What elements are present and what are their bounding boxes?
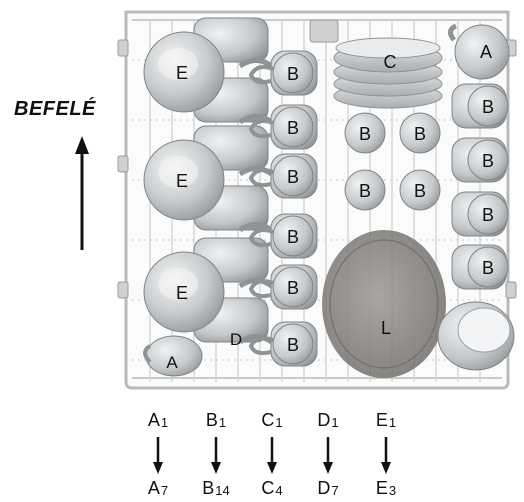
- direction-label: BEFELÉ: [14, 98, 96, 120]
- label-L: L: [381, 318, 391, 338]
- cup-B-11: B: [451, 83, 509, 129]
- label-E: E: [176, 171, 188, 191]
- cup-B-10: B: [399, 169, 441, 211]
- dishes-E: E E E: [143, 17, 276, 346]
- legend-letter: B: [205, 410, 218, 430]
- label-B: B: [287, 227, 299, 247]
- legend-letter: C: [261, 478, 275, 498]
- label-B: B: [287, 64, 299, 84]
- legend-start-c: C1: [248, 410, 296, 431]
- legend-index: 1: [275, 415, 283, 430]
- legend-index: 1: [218, 415, 227, 430]
- legend-letter: A: [147, 478, 160, 498]
- label-E: E: [176, 283, 188, 303]
- label-B: B: [287, 278, 299, 298]
- legend-index: 7: [160, 483, 169, 498]
- legend-letter: E: [375, 478, 388, 498]
- legend-arrow-d: [323, 437, 333, 474]
- label-B: B: [359, 181, 371, 201]
- legend-letter: B: [202, 478, 215, 498]
- legend-index: 1: [388, 415, 397, 430]
- label-B: B: [482, 97, 494, 117]
- cup-A-top: A: [448, 23, 510, 80]
- legend-index: 7: [331, 483, 339, 498]
- legend-letter: C: [261, 410, 275, 430]
- cup-B-1: B: [248, 50, 318, 96]
- cup-B-6: B: [248, 321, 318, 367]
- label-D: D: [230, 330, 242, 349]
- legend-arrow-a: [153, 437, 163, 474]
- cup-B-8: B: [399, 112, 441, 154]
- cup-B-3: B: [248, 153, 318, 199]
- legend-end-e: E3: [362, 478, 410, 499]
- legend-index: 4: [275, 483, 283, 498]
- cup-B-12: B: [451, 137, 509, 183]
- legend-start-a: A1: [134, 410, 182, 431]
- label-E: E: [176, 63, 188, 83]
- legend-arrow-e: [381, 437, 391, 474]
- dish-E-3: E: [143, 251, 225, 333]
- cup-B-14: B: [451, 244, 509, 290]
- cups-B: B B B B B B B B B B B B B B: [248, 50, 509, 367]
- bowl-L: L: [322, 230, 446, 378]
- legend-index: 1: [160, 415, 169, 430]
- legend-letter: D: [317, 410, 331, 430]
- item-D: D: [230, 330, 242, 349]
- label-B: B: [359, 124, 371, 144]
- dish-E-2: E: [143, 139, 225, 221]
- cup-B-13: B: [451, 191, 509, 237]
- legend-start-e: E1: [362, 410, 410, 431]
- legend-arrow-b: [211, 437, 221, 474]
- legend-letter: D: [317, 478, 331, 498]
- legend-index: 14: [215, 483, 230, 498]
- dish-E-1: E: [143, 31, 225, 113]
- label-A-top: A: [480, 42, 492, 62]
- label-B: B: [287, 335, 299, 355]
- legend-index: 3: [388, 483, 397, 498]
- rack-side-clips: [117, 19, 517, 299]
- legend-letter: E: [375, 410, 388, 430]
- label-B: B: [287, 118, 299, 138]
- label-A-bottom: A: [166, 353, 178, 372]
- legend-end-d: D7: [304, 478, 352, 499]
- legend-start-d: D1: [304, 410, 352, 431]
- outward-arrow: [75, 136, 89, 250]
- cup-B-2: B: [248, 104, 318, 150]
- cup-B-9: B: [344, 169, 386, 211]
- label-B: B: [414, 124, 426, 144]
- cup-B-5: B: [248, 264, 318, 310]
- label-B: B: [414, 181, 426, 201]
- cup-B-7: B: [344, 112, 386, 154]
- bowl-bottom-right: [437, 301, 515, 371]
- legend-arrows: [153, 437, 391, 474]
- legend-arrow-c: [267, 437, 277, 474]
- legend-letter: A: [147, 410, 160, 430]
- legend-end-b: B14: [192, 478, 240, 499]
- label-B: B: [287, 167, 299, 187]
- cup-A-bottom: A: [143, 335, 203, 377]
- label-B: B: [482, 151, 494, 171]
- legend-start-b: B1: [192, 410, 240, 431]
- plates-C: C: [333, 37, 443, 109]
- cup-B-4: B: [248, 213, 318, 259]
- label-B: B: [482, 258, 494, 278]
- legend-end-a: A7: [134, 478, 182, 499]
- label-C: C: [384, 52, 397, 72]
- label-B: B: [482, 205, 494, 225]
- legend-end-c: C4: [248, 478, 296, 499]
- legend-index: 1: [331, 415, 339, 430]
